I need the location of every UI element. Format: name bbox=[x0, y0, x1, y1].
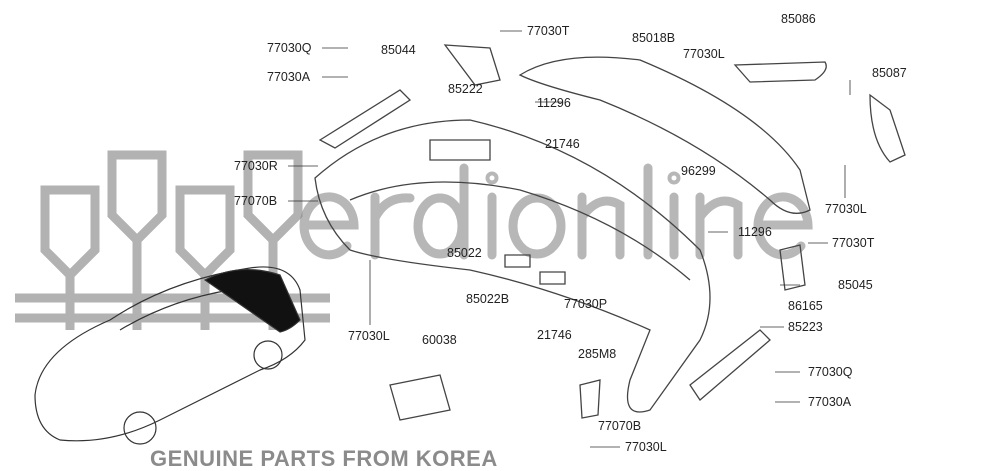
car-icon bbox=[34, 266, 306, 445]
part-label[interactable]: 85045 bbox=[838, 278, 873, 292]
part-label[interactable]: 11296 bbox=[537, 96, 571, 110]
part-label[interactable]: 77030P bbox=[564, 297, 608, 311]
part-label[interactable]: 85022 bbox=[447, 246, 482, 260]
watermark-tagline: GENUINE PARTS FROM KOREA bbox=[150, 446, 498, 471]
part-label[interactable]: 77030Q bbox=[808, 365, 853, 379]
part-label[interactable]: 96299 bbox=[681, 164, 716, 178]
part-label[interactable]: 77030T bbox=[527, 24, 570, 38]
part-label[interactable]: 21746 bbox=[537, 328, 572, 342]
part-label[interactable]: 85222 bbox=[448, 82, 483, 96]
part-label[interactable]: 77030L bbox=[825, 202, 867, 216]
part-label[interactable]: 77030A bbox=[267, 70, 311, 84]
rear-bumper-icon bbox=[314, 44, 906, 421]
part-label[interactable]: 85022B bbox=[466, 292, 510, 306]
part-label[interactable]: 85087 bbox=[872, 66, 907, 80]
part-label[interactable]: 60038 bbox=[422, 333, 457, 347]
part-label[interactable]: 11296 bbox=[738, 225, 772, 239]
part-label[interactable]: 77030T bbox=[832, 236, 875, 250]
watermark-brand-icon bbox=[299, 163, 813, 260]
part-label[interactable]: 77070B bbox=[234, 194, 278, 208]
leader-lines bbox=[288, 30, 851, 448]
part-label[interactable]: 77070B bbox=[598, 419, 642, 433]
part-label[interactable]: 86165 bbox=[788, 299, 823, 313]
part-label[interactable]: 85086 bbox=[781, 12, 816, 26]
part-label[interactable]: 77030R bbox=[234, 159, 278, 173]
part-label[interactable]: 85223 bbox=[788, 320, 823, 334]
part-label[interactable]: 85018B bbox=[632, 31, 676, 45]
part-label[interactable]: 77030L bbox=[348, 329, 390, 343]
part-label[interactable]: 77030L bbox=[683, 47, 725, 61]
part-label[interactable]: 85044 bbox=[381, 43, 416, 57]
part-label[interactable]: 77030Q bbox=[267, 41, 312, 55]
part-label[interactable]: 21746 bbox=[545, 137, 580, 151]
part-label[interactable]: 285M8 bbox=[578, 347, 617, 361]
part-label[interactable]: 77030L bbox=[625, 440, 667, 454]
part-label[interactable]: 77030A bbox=[808, 395, 852, 409]
